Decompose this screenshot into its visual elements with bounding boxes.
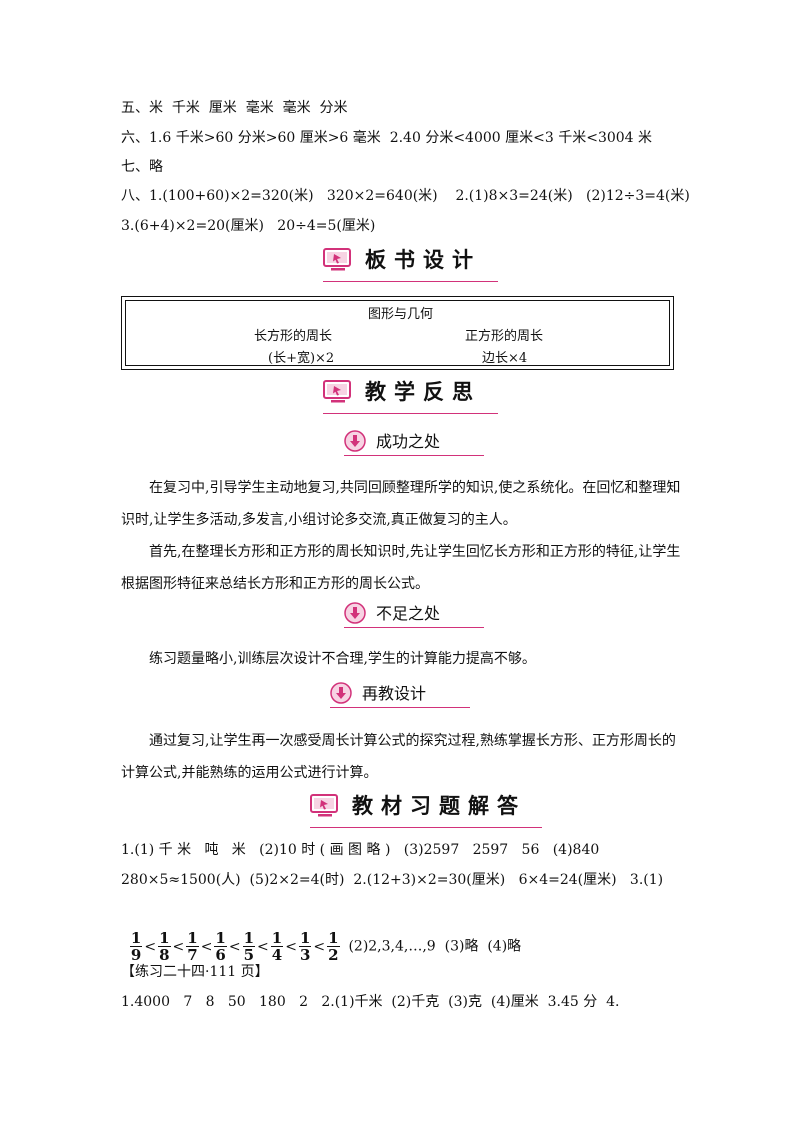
fraction-numerator: 1 <box>327 929 340 947</box>
fraction-numerator: 1 <box>214 929 227 947</box>
success-paragraph-1: 在复习中,引导学生主动地复习,共同回顾整理所学的知识,使之系统化。在回忆和整理知… <box>121 480 681 528</box>
board-heading: 图形与几何 <box>368 307 434 322</box>
section-underline <box>323 280 498 282</box>
reflection-header: 教学反思 <box>323 376 498 416</box>
fraction-denominator: 6 <box>215 946 226 964</box>
practice-heading: 【练习二十四·111 页】 <box>121 964 269 980</box>
answer-line-6: 六、1.6 千米>60 分米>60 厘米>6 毫米 2.40 分米<4000 厘… <box>121 130 653 146</box>
fraction-denominator: 7 <box>187 946 198 964</box>
down-arrow-icon <box>344 430 366 452</box>
answer-line-7: 七、略 <box>121 159 163 175</box>
fraction-denominator: 9 <box>130 946 142 964</box>
fraction-numerator: 1 <box>242 929 256 947</box>
sub-underline <box>330 706 470 708</box>
success-paragraph-2: 首先,在整理长方形和正方形的周长知识时,先让学生回忆长方形和正方形的特征,让学生… <box>121 544 681 592</box>
sub-underline <box>344 454 484 456</box>
monitor-icon <box>310 794 338 817</box>
monitor-icon <box>323 380 351 403</box>
board-design-box: 图形与几何 长方形的周长 正方形的周长 (长+宽)×2 边长×4 <box>121 296 674 370</box>
sub-underline <box>344 626 484 628</box>
redesign-title: 再教设计 <box>362 684 427 703</box>
fraction-numerator: 1 <box>270 929 284 947</box>
textbook-answers-header: 教材习题解答 <box>310 790 542 830</box>
textbook-line-4: 1.4000 7 8 50 180 2 2.(1)千米 (2)千克 (3)克 (… <box>121 994 620 1010</box>
success-header: 成功之处 <box>344 428 484 458</box>
success-title: 成功之处 <box>376 432 441 451</box>
shortcoming-header: 不足之处 <box>344 600 484 630</box>
fraction-denominator: 8 <box>159 946 170 964</box>
board-right-formula: 边长×4 <box>482 351 528 366</box>
board-right-label: 正方形的周长 <box>465 329 544 344</box>
reflection-title: 教学反思 <box>365 379 481 404</box>
less-than-sign: < <box>257 938 269 955</box>
board-left-label: 长方形的周长 <box>254 329 333 344</box>
fraction-denominator: 5 <box>243 946 255 964</box>
redesign-paragraph: 通过复习,让学生再一次感受周长计算公式的探究过程,熟练掌握长方形、正方形周长的计… <box>121 733 676 781</box>
fraction-denominator: 4 <box>271 946 283 964</box>
down-arrow-icon <box>330 682 352 704</box>
board-design-header: 板书设计 <box>323 244 498 284</box>
answer-line-9: 3.(6+4)×2=20(厘米) 20÷4=5(厘米) <box>121 218 376 234</box>
textbook-line-2: 280×5≈1500(人) (5)2×2=4(时) 2.(12+3)×2=30(… <box>121 872 664 888</box>
less-than-sign: < <box>228 938 241 955</box>
shortcoming-title: 不足之处 <box>376 604 441 623</box>
textbook-answers-title: 教材习题解答 <box>352 793 526 818</box>
board-left-formula: (长+宽)×2 <box>268 351 335 366</box>
answer-line-8: 八、1.(100+60)×2=320(米) 320×2=640(米) 2.(1)… <box>121 188 690 204</box>
board-design-title: 板书设计 <box>365 247 481 272</box>
textbook-line-1: 1.(1) 千 米 吨 米 (2)10 时 ( 画 图 略 ) (3)2597 … <box>121 842 600 858</box>
fraction-numerator: 1 <box>298 929 312 947</box>
less-than-sign: < <box>313 938 326 955</box>
section-underline <box>310 826 542 828</box>
less-than-sign: < <box>200 938 213 955</box>
fraction-numerator: 1 <box>158 929 171 947</box>
fraction-denominator: 3 <box>299 946 311 964</box>
monitor-icon <box>323 248 351 271</box>
fraction-numerator: 1 <box>186 929 199 947</box>
section-underline <box>323 412 498 414</box>
down-arrow-icon <box>344 602 366 624</box>
less-than-sign: < <box>144 938 157 955</box>
fraction-line-tail: (2)2,3,4,…,9 (3)略 (4)略 <box>339 938 522 955</box>
answer-line-5: 五、米 千米 厘米 毫米 毫米 分米 <box>121 100 348 116</box>
less-than-sign: < <box>172 938 185 955</box>
fraction-denominator: 2 <box>328 946 339 964</box>
less-than-sign: < <box>285 938 297 955</box>
redesign-header: 再教设计 <box>330 680 470 710</box>
shortcoming-paragraph: 练习题量略小,训练层次设计不合理,学生的计算能力提高不够。 <box>149 651 536 667</box>
fraction-numerator: 1 <box>129 929 143 947</box>
